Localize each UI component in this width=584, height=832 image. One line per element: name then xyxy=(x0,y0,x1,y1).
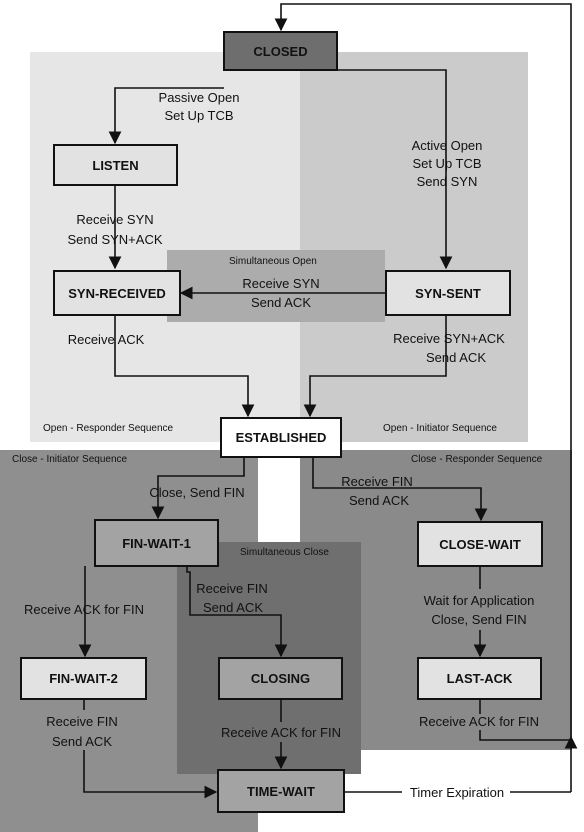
label-finwait1-closing-2: Send ACK xyxy=(203,600,263,615)
zone-simultaneous-open xyxy=(167,250,385,322)
label-timer-expiration: Timer Expiration xyxy=(410,785,504,800)
label-close-send-fin: Close, Send FIN xyxy=(149,485,244,500)
label-receive-fin-1: Receive FIN xyxy=(341,474,413,489)
edge-closed-to-listen xyxy=(108,87,224,145)
label-listen-synrcvd-1: Receive SYN xyxy=(76,212,153,227)
state-established-box xyxy=(220,417,342,458)
state-syn-received-box xyxy=(53,270,181,316)
zone-open-responder xyxy=(30,52,300,442)
edge-finwait2-to-timewait-2 xyxy=(83,750,218,799)
state-last-ack-label: LAST-ACK xyxy=(447,671,513,686)
state-syn-sent-box xyxy=(385,270,511,316)
zone-label-close-responder: Close - Responder Sequence xyxy=(411,454,543,465)
label-synrcvd-established: Receive ACK xyxy=(68,332,145,347)
state-fin-wait-2-box xyxy=(20,657,147,700)
label-listen-synrcvd-2: Send SYN+ACK xyxy=(67,232,162,247)
label-finwait2-timewait-2: Send ACK xyxy=(52,734,112,749)
edge-closed-to-synsent xyxy=(337,69,453,270)
label-simultaneous-open-1: Receive SYN xyxy=(242,276,319,291)
zone-label-simultaneous-open: Simultaneous Open xyxy=(229,256,317,267)
state-time-wait-label: TIME-WAIT xyxy=(247,784,315,799)
state-close-wait-box xyxy=(417,521,543,567)
zone-label-close-initiator: Close - Initiator Sequence xyxy=(12,454,128,465)
edge-synrcvd-to-established xyxy=(114,315,255,418)
label-receive-fin-2: Send ACK xyxy=(349,493,409,508)
label-passive-open-2: Set Up TCB xyxy=(164,108,233,123)
zone-label-open-initiator: Open - Initiator Sequence xyxy=(383,423,497,434)
state-closing-label: CLOSING xyxy=(251,671,310,686)
label-synsent-established-2: Send ACK xyxy=(426,350,486,365)
state-time-wait-box xyxy=(217,769,345,813)
label-lastack-closed: Receive ACK for FIN xyxy=(419,714,539,729)
state-established-label: ESTABLISHED xyxy=(236,430,327,445)
state-closed-box xyxy=(223,31,338,71)
zone-label-simultaneous-close: Simultaneous Close xyxy=(240,547,329,558)
state-syn-sent-label: SYN-SENT xyxy=(415,286,481,301)
edge-established-to-finwait1 xyxy=(151,457,245,520)
edge-loop-return xyxy=(274,3,572,737)
edge-finwait1-to-closing xyxy=(186,566,288,658)
label-active-open-3: Send SYN xyxy=(417,174,478,189)
state-close-wait-label: CLOSE-WAIT xyxy=(439,537,521,552)
state-syn-received-label: SYN-RECEIVED xyxy=(68,286,166,301)
state-listen-box xyxy=(53,144,178,186)
edge-established-to-closewait xyxy=(312,457,488,522)
zone-label-open-responder: Open - Responder Sequence xyxy=(43,423,174,434)
state-fin-wait-1-box xyxy=(94,519,219,567)
label-active-open-1: Active Open xyxy=(412,138,483,153)
label-active-open-2: Set Up TCB xyxy=(412,156,481,171)
label-wait-for-app-1: Wait for Application xyxy=(424,593,535,608)
state-closing-box xyxy=(218,657,343,700)
state-listen-label: LISTEN xyxy=(92,158,138,173)
state-fin-wait-2-label: FIN-WAIT-2 xyxy=(49,671,118,686)
label-finwait2-timewait-1: Receive FIN xyxy=(46,714,118,729)
edge-lastack-to-loop-2 xyxy=(479,730,571,741)
label-simultaneous-open-2: Send ACK xyxy=(251,295,311,310)
state-closed-label: CLOSED xyxy=(253,44,307,59)
label-finwait1-finwait2: Receive ACK for FIN xyxy=(24,602,144,617)
label-wait-for-app-2: Close, Send FIN xyxy=(431,612,526,627)
label-synsent-established-1: Receive SYN+ACK xyxy=(393,331,505,346)
state-last-ack-box xyxy=(417,657,542,700)
label-passive-open-1: Passive Open xyxy=(159,90,240,105)
label-closing-timewait: Receive ACK for FIN xyxy=(221,725,341,740)
edge-synsent-to-established xyxy=(303,315,447,418)
label-finwait1-closing-1: Receive FIN xyxy=(196,581,268,596)
zone-open-initiator xyxy=(300,52,528,442)
center-gap xyxy=(258,450,300,542)
state-fin-wait-1-label: FIN-WAIT-1 xyxy=(122,536,191,551)
